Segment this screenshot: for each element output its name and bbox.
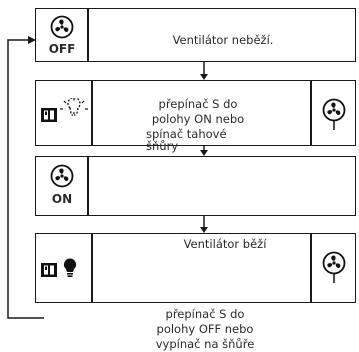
fan-on-label: ON <box>51 192 73 206</box>
fan-pull-cord-icon <box>322 98 346 130</box>
step-fan-off <box>35 8 356 62</box>
fan-icon <box>50 164 74 188</box>
switch-on-text-line2: polohy ON nebo <box>151 112 245 126</box>
return-arrow <box>28 36 36 44</box>
arrow-down-1 <box>200 74 208 80</box>
fan-pull-cord-icon <box>322 251 346 283</box>
arrow-down-2 <box>200 150 208 156</box>
fan-running-text: Ventilátor běží <box>183 237 267 251</box>
fan-off-label: OFF <box>48 42 76 56</box>
arrow-down-3 <box>200 227 208 233</box>
switch-icon <box>41 263 57 277</box>
switch-off-text-line3: vypínač na šňůře <box>155 337 255 351</box>
switch-on-text-line4: šňůry <box>146 139 179 153</box>
step-fan-on <box>35 156 356 216</box>
step-switch-on <box>35 80 356 146</box>
lamp-rays-icon <box>60 98 88 116</box>
lightbulb-icon <box>63 258 77 277</box>
fan-not-running-text: Ventilátor neběží. <box>172 33 274 47</box>
switch-off-text-line1: přepínač S do <box>165 307 245 321</box>
switch-off-text-line2: polohy OFF nebo <box>156 322 254 336</box>
switch-on-text-line1: přepínač S do <box>158 97 238 111</box>
step-fan-running <box>35 233 356 303</box>
fan-icon <box>50 15 74 39</box>
return-loop-line <box>7 39 44 319</box>
switch-on-text-line3: spínač tahové <box>146 127 227 141</box>
switch-icon <box>41 108 57 122</box>
